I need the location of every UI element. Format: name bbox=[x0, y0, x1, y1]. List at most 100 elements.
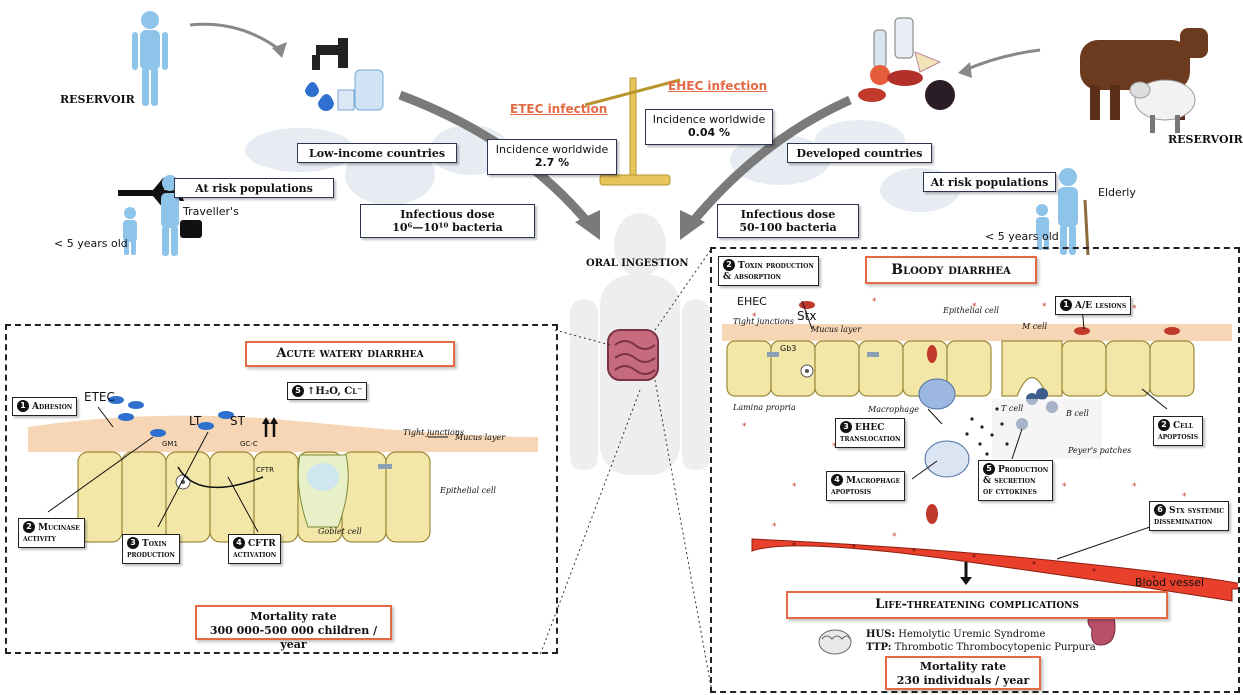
ehec-step1-text: A/E lesions bbox=[1075, 301, 1127, 311]
svg-text:*: * bbox=[1132, 304, 1137, 314]
gm1-label: GM1 bbox=[162, 440, 178, 448]
b-cell-label: B cell bbox=[1066, 409, 1089, 418]
svg-text:*: * bbox=[892, 532, 897, 542]
etec-step3-number: 3 bbox=[127, 537, 139, 549]
ttp-line: TTP: Thrombotic Thrombocytopenic Purpura bbox=[866, 642, 1096, 653]
etec-mortality-title: Mortality rate bbox=[250, 610, 337, 623]
gb3-label: Gb3 bbox=[780, 344, 797, 353]
ehec-mucus-label: Mucus layer bbox=[811, 325, 862, 334]
etec-step3-text-b: production bbox=[127, 550, 175, 560]
svg-text:*: * bbox=[792, 482, 797, 492]
etec-incidence-box: Incidence worldwide 2.7 % bbox=[487, 139, 617, 175]
etec-step2-number: 2 bbox=[23, 521, 35, 533]
svg-text:*: * bbox=[852, 543, 856, 552]
etec-step1-number: 1 bbox=[17, 400, 29, 412]
etec-mortality-box: Mortality rate 300 000-500 000 children … bbox=[195, 605, 392, 651]
ehec-step3-text-a: EHEC bbox=[855, 423, 885, 433]
st-label: ST bbox=[230, 414, 245, 428]
ehec-step4-text-b: apoptosis bbox=[831, 487, 872, 497]
ehec-epithelial-label: Epithelial cell bbox=[943, 306, 999, 315]
ehec-step1-number: 1 bbox=[1060, 299, 1072, 311]
cane-icon bbox=[1083, 199, 1090, 256]
ehec-step3-text-b: translocation bbox=[840, 434, 901, 444]
etec-epithelial-label: Epithelial cell bbox=[440, 486, 496, 495]
ehec-step2-text-d: apoptosis bbox=[1158, 432, 1199, 442]
macrophage-label: Macrophage bbox=[868, 405, 919, 414]
etec-step5-number: 5 bbox=[292, 385, 304, 397]
ehec-intestine-graphic: *** *** *** *** ** *** **** bbox=[722, 297, 1238, 655]
etec-tight-junctions-label: Tight junctions bbox=[403, 428, 465, 437]
travellers-label: Traveller's bbox=[183, 205, 239, 218]
m-cell-label: M cell bbox=[1022, 322, 1048, 331]
svg-text:*: * bbox=[792, 541, 796, 550]
svg-text:*: * bbox=[1132, 482, 1137, 492]
airplane-icon bbox=[118, 178, 184, 208]
svg-text:*: * bbox=[872, 297, 877, 307]
etec-incidence-label: Incidence worldwide bbox=[495, 143, 609, 156]
ehec-panel bbox=[710, 247, 1240, 693]
gcc-label: GC-C bbox=[240, 440, 258, 448]
ehec-title-box: Bloody diarrhea bbox=[865, 256, 1037, 284]
oral-ingestion-label: ORAL INGESTION bbox=[586, 258, 689, 269]
etec-mucus-label: Mucus layer bbox=[455, 433, 506, 442]
ehec-mortality-value: 230 individuals / year bbox=[896, 674, 1030, 687]
child-traveller-icon bbox=[123, 175, 179, 256]
ehec-incidence-label: Incidence worldwide bbox=[652, 113, 766, 126]
intestine-icon bbox=[607, 329, 659, 381]
person-reservoir-icon bbox=[132, 11, 168, 106]
svg-text:*: * bbox=[972, 553, 976, 562]
svg-text:*: * bbox=[1042, 302, 1047, 312]
etec-label: ETEC bbox=[84, 390, 115, 404]
ehec-step5-text-a: Production bbox=[998, 465, 1049, 475]
svg-text:*: * bbox=[912, 547, 916, 556]
etec-step4-text-b: activation bbox=[233, 550, 277, 560]
ehec-step5-text-c: of cytokines bbox=[983, 487, 1037, 497]
ttp-text: Thrombotic Thrombocytopenic Purpura bbox=[894, 642, 1096, 653]
etec-step5-text: ↑H₂O, Cl⁻ bbox=[307, 386, 363, 397]
at-risk-right-box: At risk populations bbox=[923, 172, 1056, 192]
under5-right-label: < 5 years old bbox=[985, 230, 1059, 243]
suitcase-icon bbox=[180, 220, 202, 238]
etec-incidence-value: 2.7 % bbox=[534, 156, 570, 169]
ehec-step2-number: 2 bbox=[1158, 419, 1170, 431]
dose-left-box: Infectious dose 10⁶—10¹⁰ bacteria bbox=[360, 204, 535, 238]
hus-text: Hemolytic Uremic Syndrome bbox=[898, 629, 1046, 640]
ehec-step2-text-c: Cell bbox=[1173, 421, 1194, 431]
dose-right-value: 50-100 bacteria bbox=[739, 221, 837, 234]
reservoir-right-label: RESERVOIR bbox=[1168, 133, 1243, 146]
svg-text:*: * bbox=[772, 522, 777, 532]
etec-intestine-graphic bbox=[28, 396, 538, 543]
etec-step2-text-a: Mucinase bbox=[38, 523, 80, 533]
svg-text:*: * bbox=[1182, 492, 1187, 502]
ehec-mortality-box: Mortality rate 230 individuals / year bbox=[885, 656, 1041, 690]
blood-vessel-label: Blood vessel bbox=[1135, 576, 1205, 589]
reservoir-left-label: RESERVOIR bbox=[60, 93, 135, 106]
cftr-label: CFTR bbox=[256, 466, 274, 474]
dose-right-box: Infectious dose 50-100 bacteria bbox=[717, 204, 859, 238]
hus-abbr: HUS: bbox=[866, 629, 896, 640]
svg-text:*: * bbox=[752, 312, 757, 322]
ehec-step6-number: 6 bbox=[1154, 504, 1166, 516]
ehec-step6-text-b: dissemination bbox=[1154, 517, 1213, 527]
etec-step4-number: 4 bbox=[233, 537, 245, 549]
etec-title-box: Acute watery diarrhea bbox=[245, 341, 455, 367]
etec-step1-text: Adhesion bbox=[32, 402, 73, 412]
svg-text:*: * bbox=[1032, 560, 1036, 569]
dose-right-title: Infectious dose bbox=[740, 208, 836, 221]
ehec-step6-text-a: Stx systemic bbox=[1169, 506, 1224, 516]
dose-left-title: Infectious dose bbox=[400, 208, 495, 221]
developed-box: Developed countries bbox=[787, 143, 932, 163]
ehec-step4-number: 4 bbox=[831, 474, 843, 486]
etec-step2-text-b: activity bbox=[23, 534, 56, 544]
